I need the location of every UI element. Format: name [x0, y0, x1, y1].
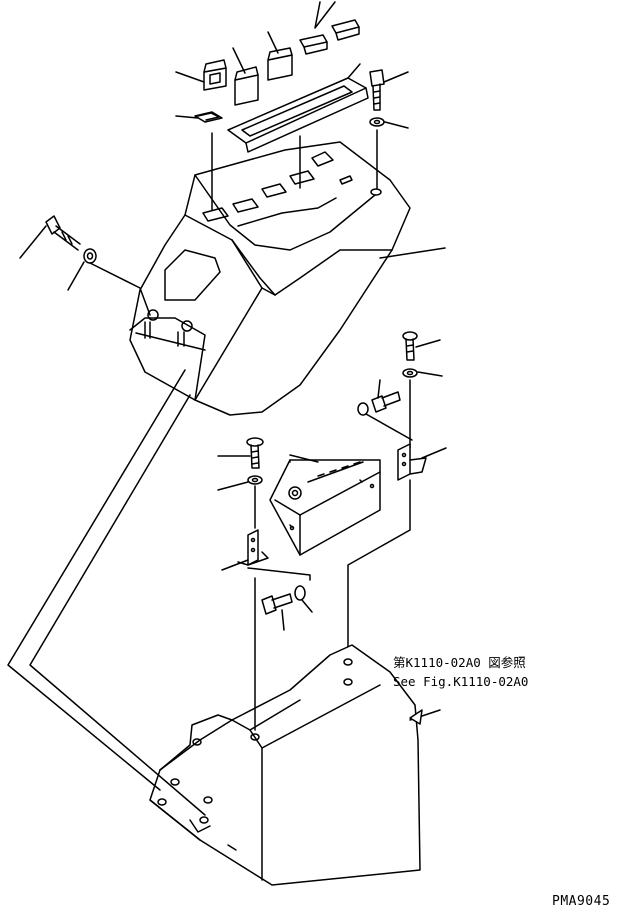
base-frame [149, 577, 421, 886]
figure-code: PMA9045 [552, 894, 610, 909]
bolt-and-washer-upper-right [299, 69, 409, 189]
display-panel-plate [227, 63, 369, 153]
reference-note: 第K1110-02A0 図参照 See Fig.K1110-02A0 [393, 655, 528, 689]
console-cover [129, 141, 411, 416]
bolt-and-washer-lower [261, 585, 313, 631]
bolt-and-washer-left [19, 215, 151, 316]
reference-note-jp: 第K1110-02A0 図参照 [393, 655, 526, 670]
bracket-right [347, 443, 447, 651]
screw-and-washer-right [402, 331, 443, 449]
assembly-leader-lines [7, 369, 441, 816]
cover-leader-line [211, 132, 446, 259]
bolt-and-washer-mid [357, 379, 413, 441]
reference-note-en: See Fig.K1110-02A0 [393, 674, 528, 689]
rocker-switch-parts [175, 1, 360, 123]
controller-box [269, 454, 381, 556]
screw-and-washer-box-left [217, 437, 264, 529]
bracket-left [221, 529, 311, 581]
